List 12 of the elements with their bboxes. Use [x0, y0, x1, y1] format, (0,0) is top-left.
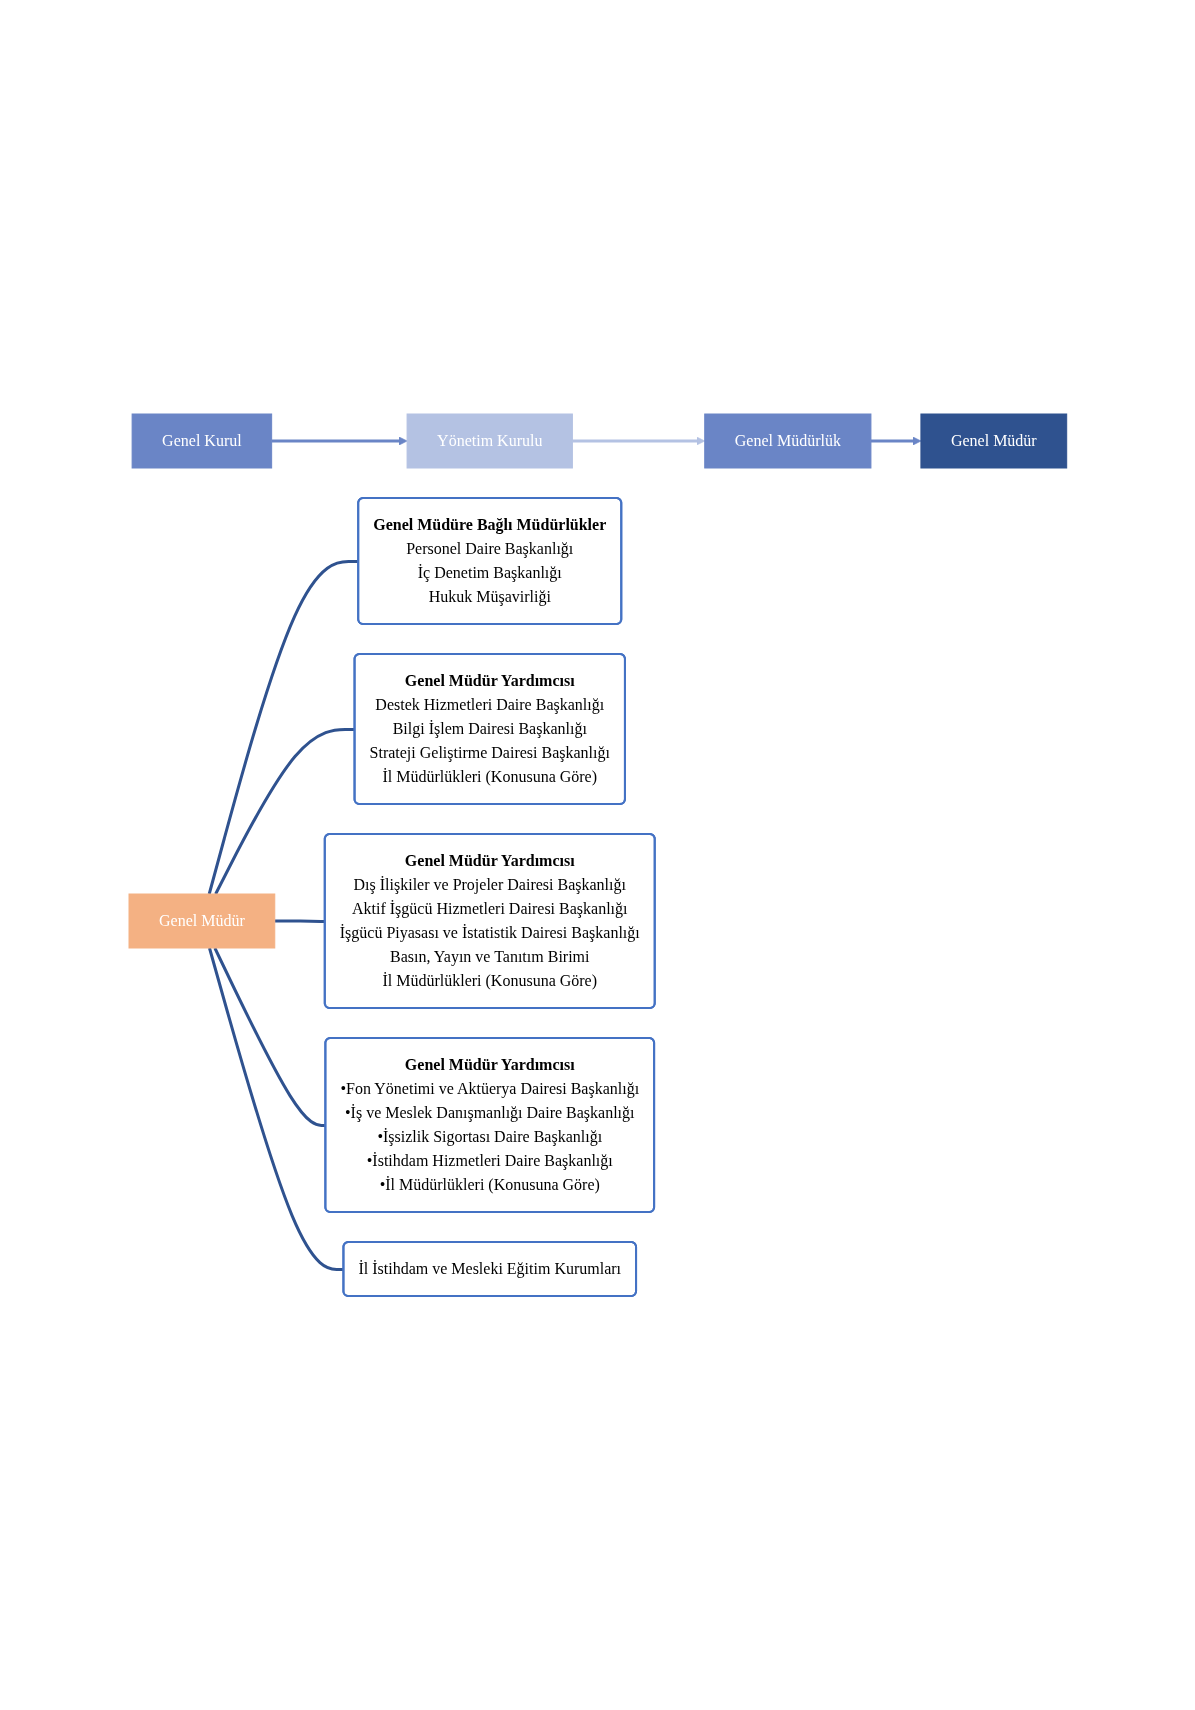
connector — [274, 919, 325, 923]
node-box: Genel Kurul — [131, 413, 272, 469]
arrow — [870, 436, 921, 446]
node-box: Genel Müdürlük — [703, 413, 872, 469]
connector — [213, 947, 326, 1127]
node-box: Genel Müdür — [128, 893, 275, 949]
connector — [207, 947, 344, 1271]
node-box: Yönetim Kurulu — [406, 413, 573, 469]
node-box: Genel Müdür — [920, 413, 1067, 469]
connector — [213, 727, 355, 895]
arrow — [572, 436, 705, 446]
arrow — [271, 436, 408, 446]
